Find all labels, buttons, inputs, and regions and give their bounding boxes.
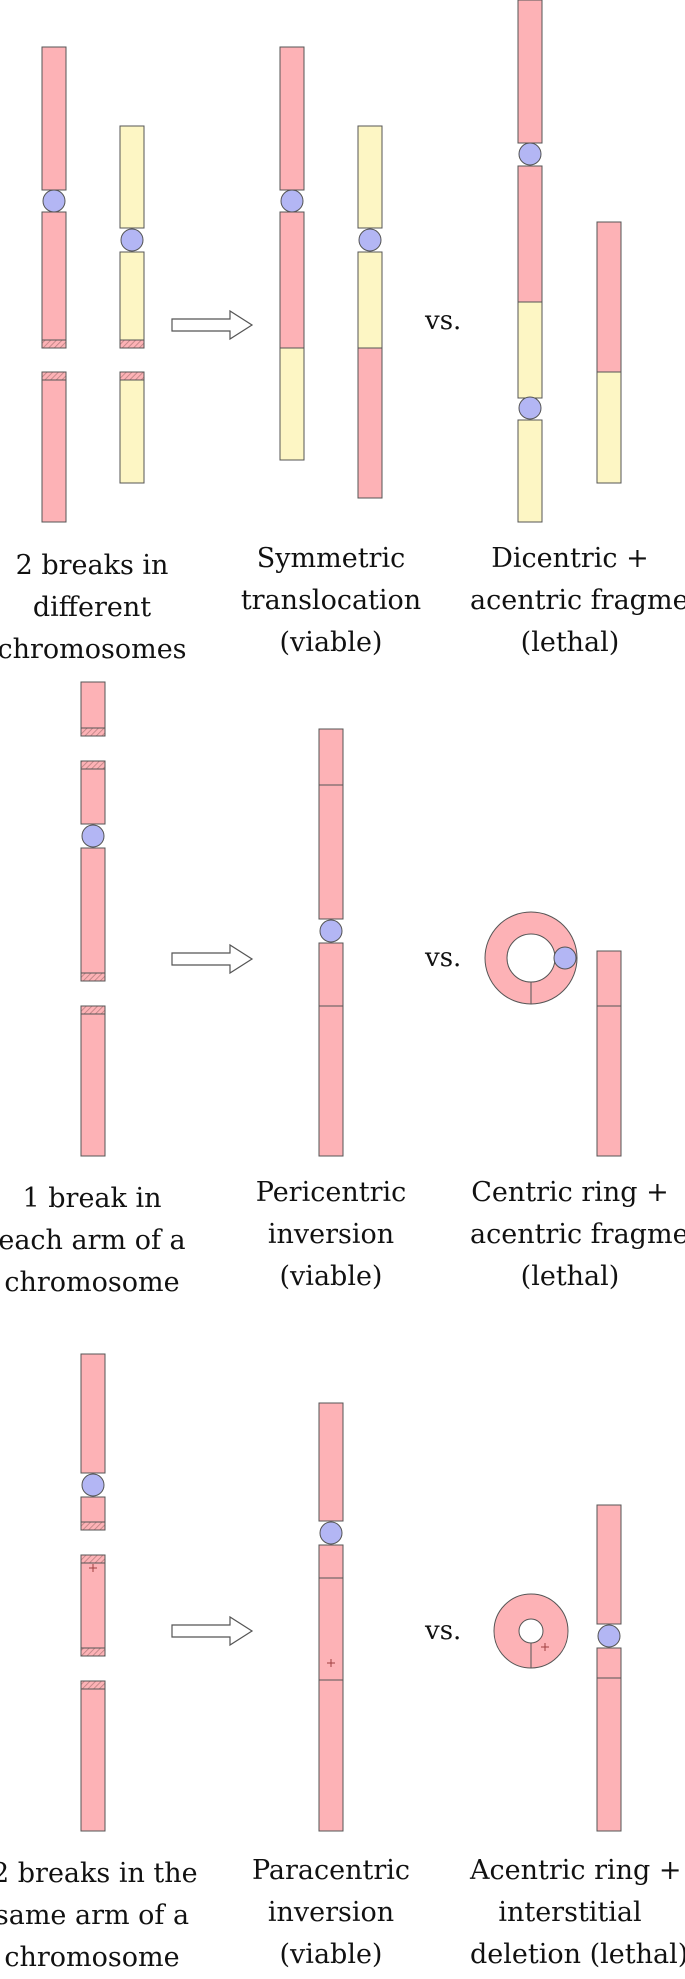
chromosome-segment [41, 211, 67, 341]
chromosome-segment [596, 371, 622, 484]
chromosome-segment [80, 1562, 106, 1649]
caption-acentric-ring: Acentric ring + interstitial deletion (l… [470, 1855, 685, 1970]
chromosome-segment [318, 1544, 344, 1579]
centromere [553, 946, 577, 970]
marker-plus [327, 1659, 335, 1667]
chromosome-segment [80, 1496, 106, 1523]
chromosome-segment [279, 46, 305, 191]
chromosome-segment [318, 1402, 344, 1522]
chromosome-segment [80, 1688, 106, 1832]
break-point [80, 760, 106, 770]
chromosome-segment [596, 221, 622, 373]
chromosome-segment [80, 1013, 106, 1157]
transform-arrow [171, 1615, 254, 1647]
break-point [80, 1005, 106, 1015]
caption-centric-ring: Centric ring + acentric fragment (lethal… [470, 1177, 685, 1292]
caption-symmetric-translocation: Symmetric translocation (viable) [240, 543, 422, 658]
chromosome-segment [318, 784, 344, 920]
chromosome-segment [517, 301, 543, 399]
chromosome-segment [596, 1504, 622, 1625]
marker-plus [541, 1643, 549, 1651]
row-paracentric [80, 1353, 622, 1832]
break-point [80, 972, 106, 982]
chromosome-segment [596, 950, 622, 1007]
centromere [319, 919, 343, 943]
chromosome-segment [357, 251, 383, 349]
break-point [119, 339, 145, 349]
chromosome-segment [357, 125, 383, 229]
chromosome-segment [596, 1677, 622, 1832]
chromosome-segment [80, 847, 106, 974]
chromosome-segment [279, 347, 305, 461]
centromere [358, 228, 382, 252]
centromere [518, 142, 542, 166]
centromere [120, 228, 144, 252]
chromosome-segment [279, 211, 305, 349]
ring-chromosome [493, 1593, 569, 1669]
vs-label: vs. [425, 1616, 462, 1646]
chromosome-segment [80, 768, 106, 825]
chromosome-segment [596, 1647, 622, 1679]
ring-chromosome [484, 911, 578, 1005]
caption-one-break-each-arm: 1 break in each arm of a chromosome [0, 1183, 186, 1298]
break-point [80, 1680, 106, 1690]
transform-arrow [171, 943, 254, 975]
chromosome-segment [357, 347, 383, 499]
chromosome-segment [119, 251, 145, 341]
centromere [42, 189, 66, 213]
chromosome-segment [318, 942, 344, 1007]
chromosome-segment [80, 681, 106, 729]
centromere [319, 1521, 343, 1545]
caption-pericentric-inversion: Pericentric inversion (viable) [255, 1177, 407, 1292]
centromere [518, 396, 542, 420]
marker-plus [89, 1564, 97, 1572]
break-point [80, 1521, 106, 1531]
chromosome-segment [318, 1005, 344, 1157]
row-pericentric [80, 681, 622, 1157]
chromosome-segment [517, 419, 543, 523]
break-point [80, 1647, 106, 1657]
chromosome-segment [41, 46, 67, 191]
vs-label: vs. [425, 943, 462, 973]
caption-paracentric-inversion: Paracentric inversion (viable) [251, 1855, 411, 1970]
vs-label: vs. [425, 306, 462, 336]
chromosome-segment [318, 1679, 344, 1832]
chromosome-segment [41, 379, 67, 523]
centromere [280, 189, 304, 213]
chromosome-segment [119, 379, 145, 484]
chromosome-segment [596, 1005, 622, 1157]
chromosome-segment [119, 125, 145, 229]
break-point [80, 727, 106, 737]
chromosome-segment [517, 0, 543, 144]
caption-two-breaks-same-arm: 2 breaks in the same arm of a chromosome [0, 1858, 198, 1973]
centromere [81, 824, 105, 848]
chromosome-segment [80, 1353, 106, 1474]
centromere [81, 1473, 105, 1497]
caption-dicentric: Dicentric + acentric fragment (lethal) [470, 543, 685, 658]
row-translocation [41, 0, 622, 523]
chromosome-segment [318, 728, 344, 786]
break-point [41, 339, 67, 349]
chromosome-segment [517, 165, 543, 303]
break-point [80, 1554, 106, 1564]
caption-two-breaks-different: 2 breaks in different chromosomes [0, 550, 187, 665]
break-point [119, 371, 145, 381]
centromere [597, 1624, 621, 1648]
break-point [41, 371, 67, 381]
transform-arrow [171, 309, 254, 341]
